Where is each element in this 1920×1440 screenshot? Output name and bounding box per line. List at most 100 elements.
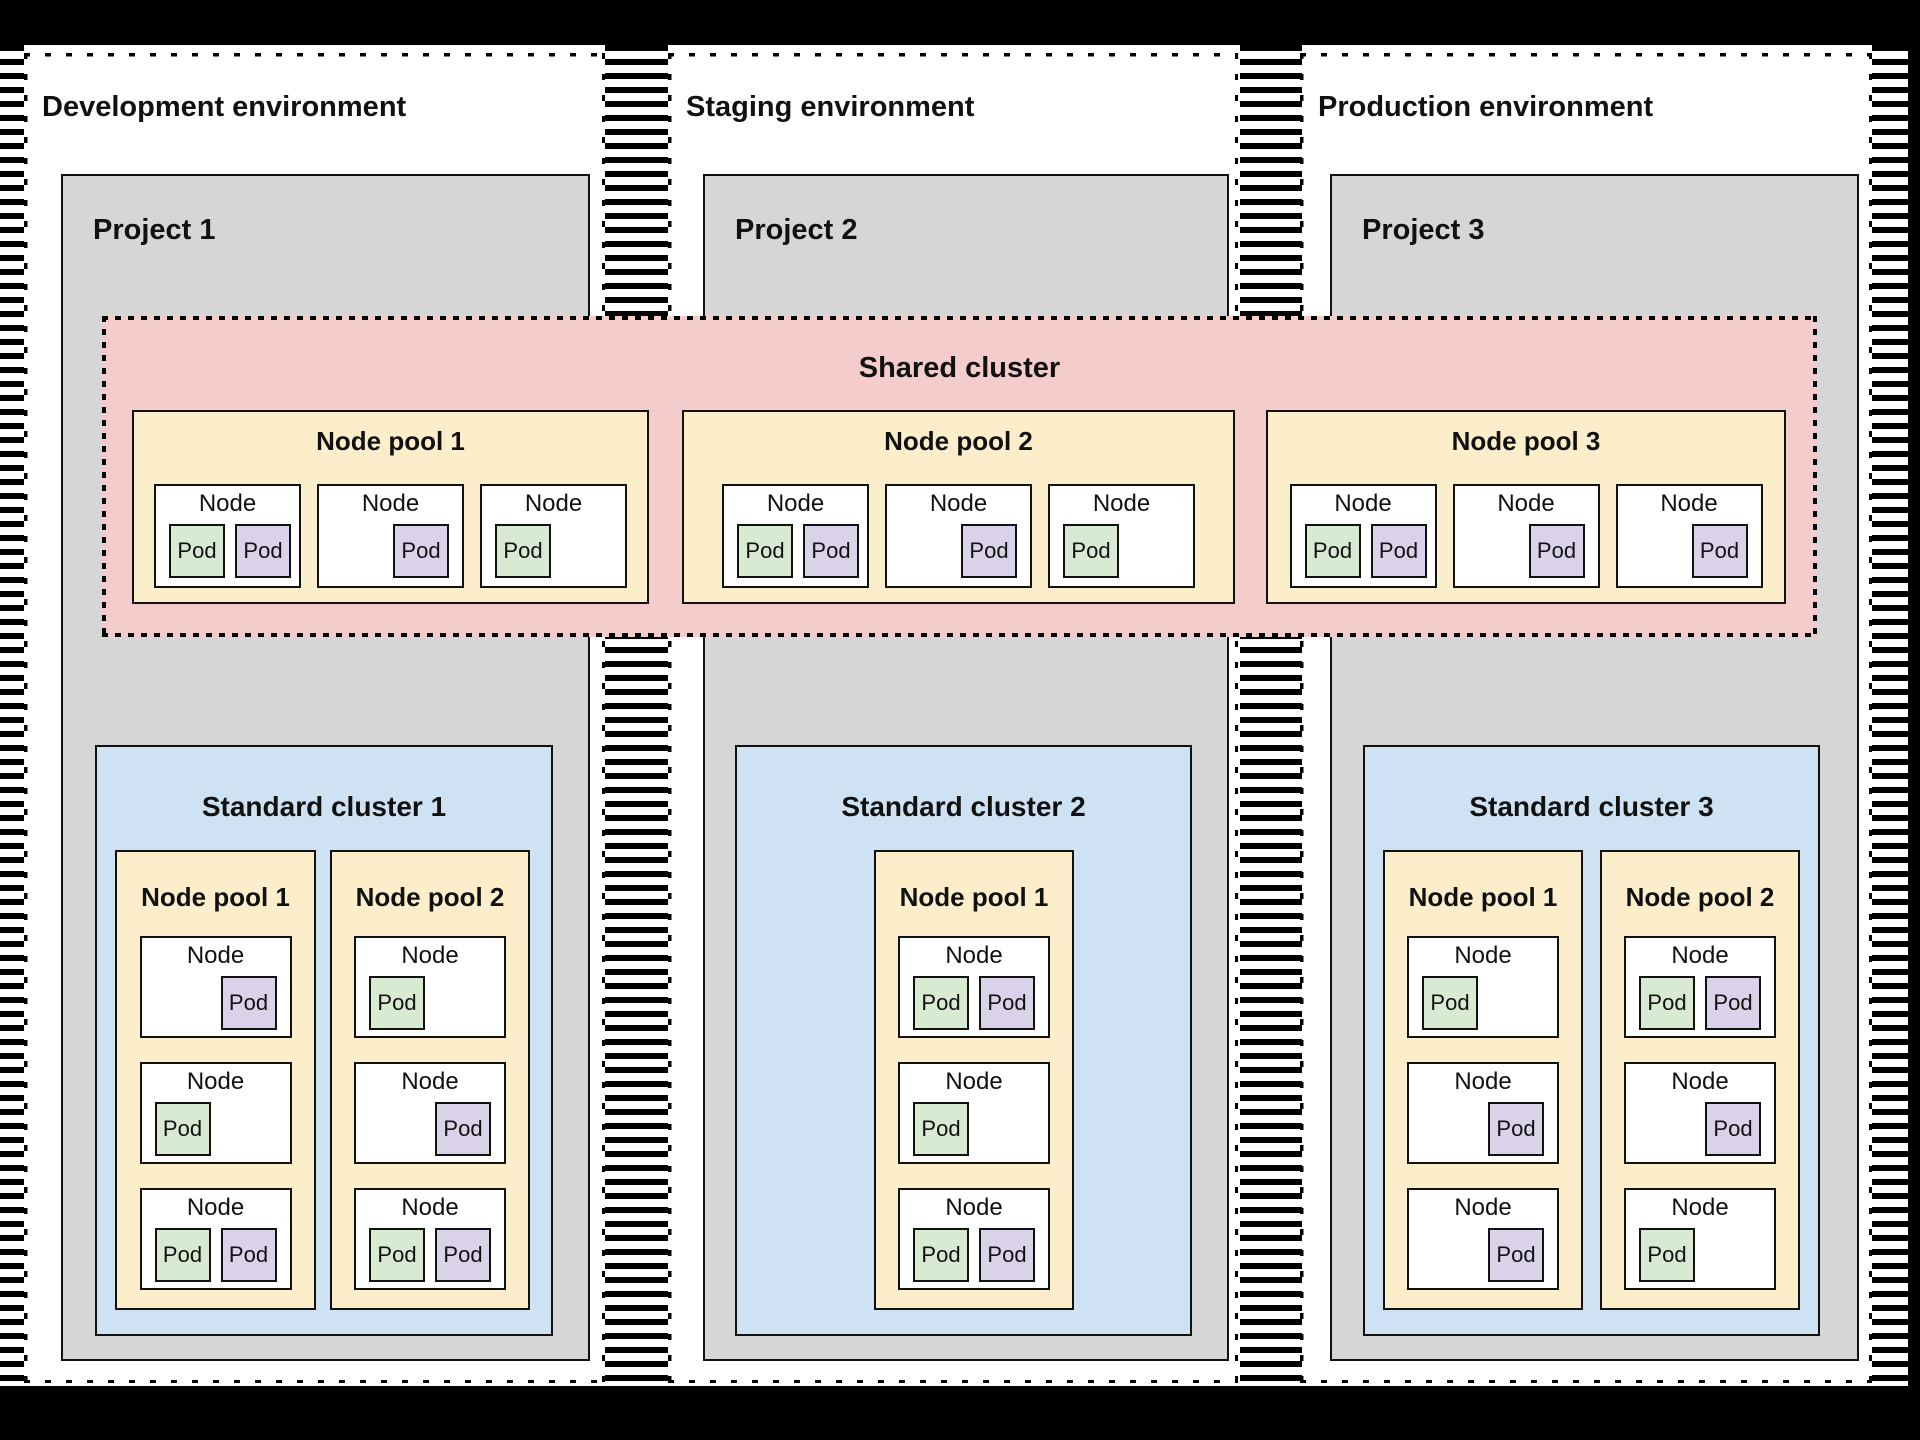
pod-row: Pod bbox=[1618, 524, 1761, 578]
pod-row: Pod bbox=[482, 524, 625, 578]
node-label: Node bbox=[186, 942, 245, 969]
environment-label: Production environment bbox=[1318, 91, 1654, 123]
node-label: Node bbox=[1671, 1068, 1729, 1095]
pod-row: Pod bbox=[900, 1102, 1048, 1156]
project-label: Project 3 bbox=[1362, 214, 1485, 246]
pod-green: Pod bbox=[169, 524, 225, 578]
right-edge-bar bbox=[1908, 45, 1920, 1386]
pod-row: Pod bbox=[887, 524, 1030, 578]
node-pool-label: Node pool 2 bbox=[355, 882, 505, 912]
pod-row: Pod bbox=[356, 1102, 504, 1156]
pod-green: Pod bbox=[1422, 976, 1478, 1030]
node-label: Node bbox=[1660, 490, 1718, 517]
pod-row: Pod bbox=[1626, 1102, 1774, 1156]
pod-row: Pod bbox=[1626, 1228, 1774, 1282]
pod-green: Pod bbox=[154, 1228, 211, 1282]
node-pool-label: Node pool 1 bbox=[1408, 882, 1558, 912]
project-label: Project 1 bbox=[93, 214, 216, 246]
bottom-border-bar bbox=[0, 1386, 1920, 1440]
node-label: Node bbox=[186, 1068, 245, 1095]
boundary-hatch-bar bbox=[605, 45, 668, 1386]
pod-purple: Pod bbox=[393, 524, 449, 578]
node-label: Node bbox=[1454, 1194, 1512, 1221]
node-label: Node bbox=[1334, 490, 1392, 517]
node-pool-label: Node pool 1 bbox=[141, 882, 290, 912]
shared-cluster-label: Shared cluster bbox=[858, 352, 1061, 384]
pod-row: Pod bbox=[1409, 976, 1557, 1030]
pod-purple: Pod bbox=[435, 1102, 491, 1156]
project-label: Project 2 bbox=[735, 214, 858, 246]
pod-purple: Pod bbox=[1488, 1228, 1544, 1282]
standard-cluster-label: Standard cluster 3 bbox=[1469, 791, 1714, 822]
node-pool-label: Node pool 1 bbox=[316, 426, 465, 456]
node-label: Node bbox=[1454, 1068, 1512, 1095]
pod-green: Pod bbox=[913, 1102, 969, 1156]
pod-purple: Pod bbox=[235, 524, 291, 578]
pod-purple: Pod bbox=[1705, 976, 1761, 1030]
pod-purple: Pod bbox=[1705, 1102, 1761, 1156]
pod-green: Pod bbox=[154, 1102, 211, 1156]
node-label: Node bbox=[945, 942, 1003, 969]
pod-row: Pod bbox=[1409, 1102, 1557, 1156]
pod-green: Pod bbox=[1639, 1228, 1695, 1282]
node-pool-label: Node pool 3 bbox=[1451, 426, 1601, 456]
node-pool-label: Node pool 1 bbox=[899, 882, 1049, 912]
node-label: Node bbox=[361, 490, 420, 517]
node-label: Node bbox=[766, 490, 825, 517]
node-label: Node bbox=[1671, 942, 1729, 969]
pod-green: Pod bbox=[737, 524, 793, 578]
node-label: Node bbox=[945, 1194, 1003, 1221]
pod-green: Pod bbox=[369, 976, 425, 1030]
pod-purple: Pod bbox=[1370, 524, 1427, 578]
boundary-hatch-bar bbox=[1240, 45, 1302, 1386]
pod-purple: Pod bbox=[220, 976, 277, 1030]
environment-label: Development environment bbox=[42, 91, 407, 123]
node-label: Node bbox=[524, 490, 583, 517]
pod-purple: Pod bbox=[1691, 524, 1748, 578]
pod-purple: Pod bbox=[961, 524, 1017, 578]
node-label: Node bbox=[929, 490, 988, 517]
environment-label: Staging environment bbox=[686, 91, 975, 123]
node-label: Node bbox=[1092, 490, 1151, 517]
node-pool-label: Node pool 2 bbox=[884, 426, 1033, 456]
node-label: Node bbox=[401, 1194, 459, 1221]
pod-green: Pod bbox=[1639, 976, 1695, 1030]
node-label: Node bbox=[1454, 942, 1512, 969]
pod-green: Pod bbox=[495, 524, 551, 578]
boundary-hatch-bar bbox=[0, 45, 24, 1386]
pod-purple: Pod bbox=[803, 524, 859, 578]
pod-green: Pod bbox=[1304, 524, 1361, 578]
